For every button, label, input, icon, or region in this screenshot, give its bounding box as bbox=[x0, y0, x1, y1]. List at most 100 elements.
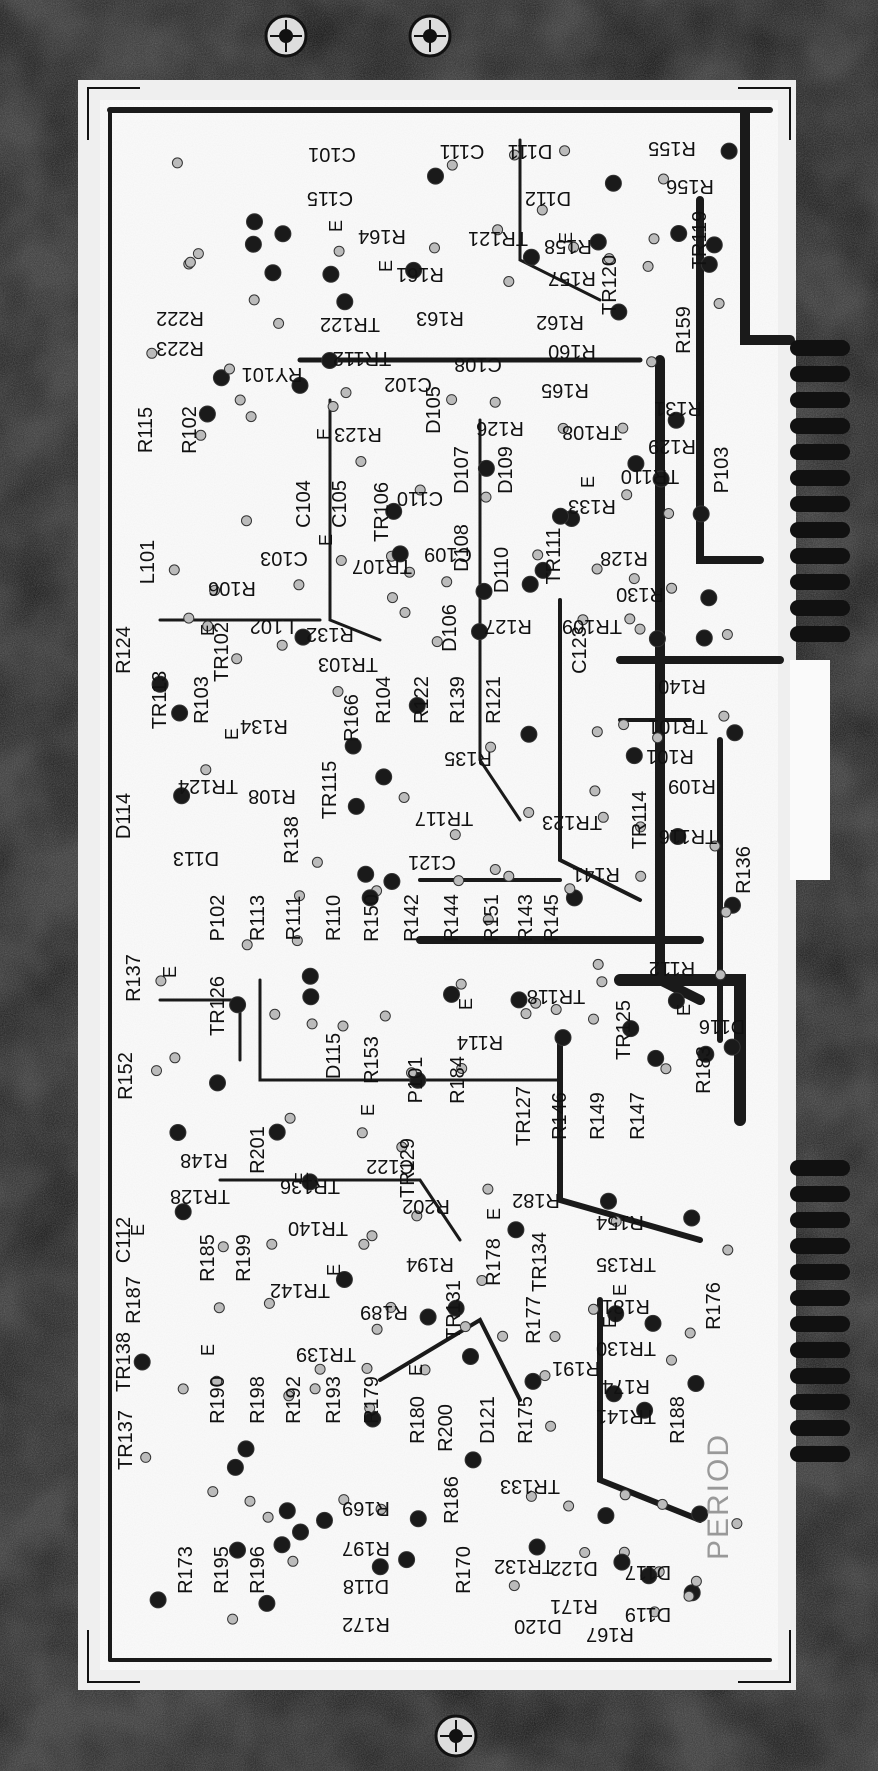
component-label: TR132 bbox=[494, 1555, 554, 1577]
solder-pad bbox=[332, 686, 344, 697]
solder-pad bbox=[524, 1372, 542, 1390]
solder-pad bbox=[398, 792, 410, 803]
solder-pad bbox=[658, 173, 669, 185]
connector-pin bbox=[790, 470, 850, 486]
solder-pad bbox=[627, 455, 645, 473]
component-label: TR118 bbox=[527, 985, 586, 1007]
connector-pin bbox=[790, 1264, 850, 1280]
component-label: TR125 bbox=[613, 1000, 635, 1060]
solder-pad bbox=[244, 1495, 256, 1507]
solder-pad bbox=[480, 491, 492, 503]
component-label: R158 bbox=[544, 235, 592, 257]
solder-pad bbox=[335, 1271, 353, 1288]
component-label: R101 bbox=[646, 745, 694, 767]
solder-pad bbox=[311, 856, 323, 868]
component-label: R113 bbox=[247, 895, 269, 941]
solder-pad bbox=[200, 764, 212, 776]
component-label: TR138 bbox=[113, 1332, 135, 1392]
connector-pin bbox=[790, 366, 850, 382]
solder-pad bbox=[258, 1594, 276, 1612]
solder-pad bbox=[721, 629, 733, 640]
connector-pin bbox=[790, 392, 850, 408]
solder-pad bbox=[383, 873, 401, 890]
component-label: C111 bbox=[440, 140, 485, 162]
solder-pad bbox=[588, 1303, 599, 1315]
component-label: R163 bbox=[416, 307, 464, 329]
component-label: D110 bbox=[491, 547, 513, 593]
solder-pad bbox=[507, 1221, 525, 1239]
solder-pad bbox=[621, 489, 633, 501]
solder-pad bbox=[503, 870, 515, 882]
solder-pad bbox=[695, 629, 713, 647]
component-label: R169 bbox=[342, 1497, 390, 1519]
emitter-mark: E bbox=[198, 624, 218, 636]
solder-pad bbox=[336, 293, 354, 311]
solder-pad bbox=[684, 1327, 696, 1339]
connector-pin bbox=[790, 574, 850, 590]
solder-pad bbox=[588, 1013, 599, 1025]
solder-pad bbox=[146, 347, 158, 359]
solder-pad bbox=[151, 675, 169, 693]
solder-pad bbox=[209, 1074, 226, 1092]
component-label: R166 bbox=[341, 694, 363, 742]
component-label: TR119 bbox=[689, 211, 711, 270]
solder-pad bbox=[656, 1498, 668, 1510]
solder-pad bbox=[234, 394, 246, 406]
solder-pad bbox=[568, 241, 580, 253]
solder-pad bbox=[591, 726, 603, 738]
component-label: R161 bbox=[396, 263, 444, 285]
solder-pad bbox=[364, 1402, 376, 1414]
solder-pad bbox=[427, 167, 444, 185]
solder-pad bbox=[273, 317, 285, 329]
solder-pad bbox=[625, 747, 643, 765]
component-label: D116 bbox=[699, 1015, 745, 1037]
component-label: R126 bbox=[476, 417, 524, 439]
solder-pad bbox=[211, 1375, 223, 1387]
solder-pad bbox=[268, 1123, 286, 1141]
solder-pad bbox=[552, 507, 569, 525]
component-label: P102 bbox=[207, 895, 229, 942]
solder-pad bbox=[183, 612, 195, 624]
emitter-mark: E bbox=[600, 1316, 620, 1328]
component-label: TR135 bbox=[596, 1253, 656, 1275]
component-label: C112 bbox=[113, 1217, 135, 1263]
edge-connector-right bbox=[790, 340, 850, 642]
emitter-mark: E bbox=[326, 220, 346, 232]
component-label: D117 bbox=[625, 1561, 671, 1583]
component-label: TR112 bbox=[333, 347, 392, 369]
edge-label: PERIOD bbox=[702, 1433, 735, 1560]
component-label: TR139 bbox=[296, 1343, 356, 1365]
component-label: TR141 bbox=[596, 1405, 656, 1427]
solder-pad bbox=[371, 1323, 383, 1335]
component-label: R103 bbox=[191, 676, 213, 724]
solder-pad bbox=[577, 614, 589, 626]
solder-pad bbox=[683, 1209, 701, 1227]
solder-pad bbox=[371, 1558, 389, 1576]
component-label: R143 bbox=[515, 894, 537, 942]
mounting-screw-icon bbox=[264, 14, 308, 58]
solder-pad bbox=[408, 697, 426, 714]
emitter-mark: E bbox=[674, 1004, 694, 1016]
solder-pad bbox=[619, 1489, 631, 1501]
component-label: D108 bbox=[451, 524, 473, 572]
solder-pad bbox=[171, 157, 183, 169]
component-label: R177 bbox=[523, 1296, 545, 1344]
solder-pad bbox=[503, 276, 515, 287]
connector-pin bbox=[790, 522, 850, 538]
solder-pad bbox=[358, 1238, 370, 1250]
component-label: C110 bbox=[397, 487, 443, 509]
solder-pad bbox=[646, 356, 658, 368]
solder-pad bbox=[642, 260, 654, 272]
solder-pad bbox=[246, 213, 263, 231]
solder-pad bbox=[385, 502, 403, 520]
solder-pad bbox=[722, 1244, 734, 1256]
component-label: R202 bbox=[402, 1195, 450, 1217]
component-label: D111 bbox=[508, 140, 553, 162]
solder-pad bbox=[618, 719, 630, 731]
solder-pad bbox=[294, 890, 305, 902]
component-label: R104 bbox=[373, 676, 395, 724]
solder-pad bbox=[361, 889, 379, 907]
component-label: R136 bbox=[733, 846, 755, 894]
